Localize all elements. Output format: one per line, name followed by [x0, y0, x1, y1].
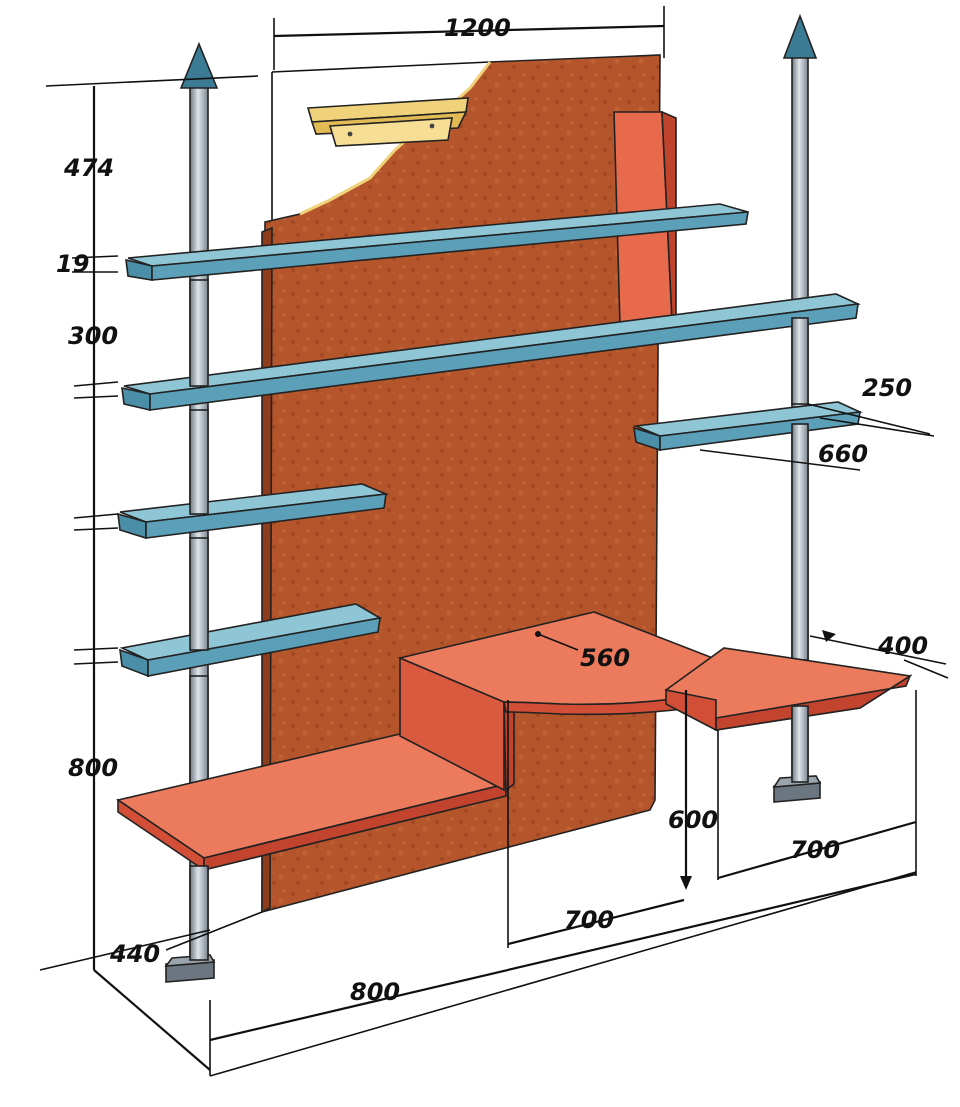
arrow-right-icon — [822, 630, 836, 642]
dim-height-800: 800 — [68, 754, 118, 782]
dimension-labels: 1200 474 19 300 800 440 250 660 560 400 … — [56, 14, 928, 1006]
dim-depth-800-bottom: 800 — [350, 978, 400, 1006]
shelf-second — [121, 293, 861, 412]
shelf-right-small — [632, 401, 863, 452]
dimension-lines — [39, 6, 949, 1077]
left-pole-lower — [189, 865, 209, 961]
dim-shelf-660: 660 — [818, 440, 868, 468]
dim-depth-700-right: 700 — [790, 836, 840, 864]
shelf-top — [125, 203, 749, 281]
right-pole-spike-icon — [782, 13, 818, 59]
dim-shelf-250: 250 — [862, 374, 912, 402]
arrow-down-icon — [680, 876, 692, 890]
dim-height-19: 19 — [56, 250, 89, 278]
shelf-third-left — [117, 483, 390, 540]
dim-desk-560: 560 — [580, 644, 630, 672]
desk-right-low — [664, 647, 913, 783]
dim-desk-400: 400 — [877, 632, 928, 660]
wall-bracket — [306, 97, 469, 147]
dim-height-300: 300 — [68, 322, 118, 350]
dim-height-440: 440 — [109, 940, 160, 968]
dim-depth-700-mid: 700 — [564, 906, 614, 934]
pole-front-segments — [189, 279, 809, 805]
dim-height-600: 600 — [668, 806, 718, 834]
shelf-fourth-left — [119, 603, 383, 678]
left-pole-spike-icon — [179, 41, 219, 89]
dim-height-474: 474 — [63, 154, 114, 182]
dim-width-top: 1200 — [444, 14, 511, 42]
